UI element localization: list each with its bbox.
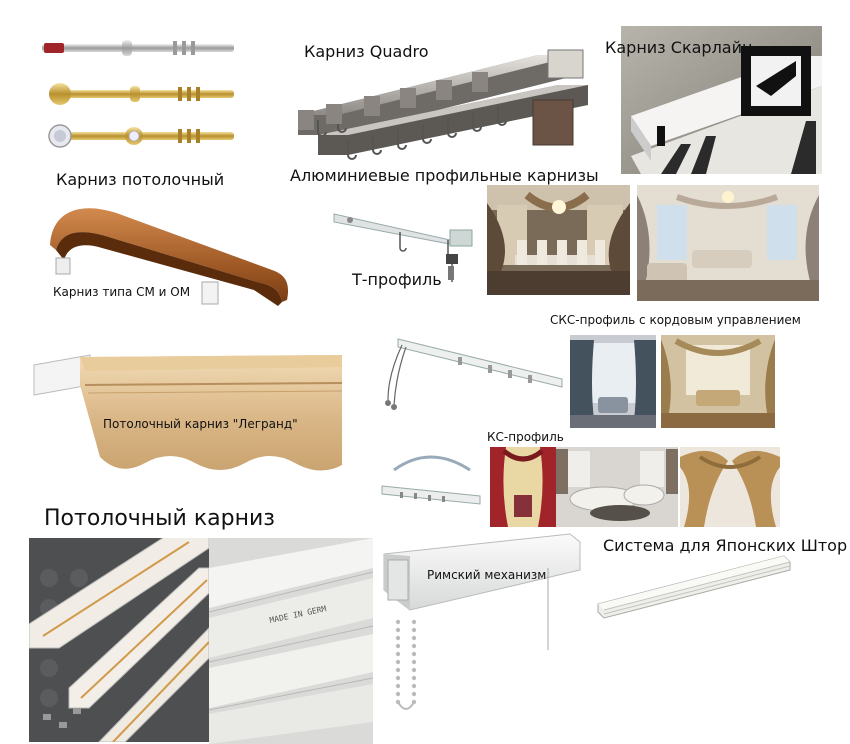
roman-mechanism-image xyxy=(380,530,585,720)
ks-photo-2 xyxy=(556,447,678,527)
label-roman: Римский механизм xyxy=(427,568,547,582)
legrand-cornice-image xyxy=(30,345,342,475)
quadro-cornice-image xyxy=(278,40,598,175)
label-japanese: Система для Японских Штор xyxy=(603,536,848,555)
label-ks-profile: КС-профиль xyxy=(487,430,564,444)
label-sm-om: Карниз типа СМ и ОМ xyxy=(53,285,191,299)
ks-photo-3 xyxy=(680,447,780,527)
sks-photo-2 xyxy=(661,335,775,428)
t-profile-image xyxy=(330,200,478,295)
label-legrand: Потолочный карниз "Легранд" xyxy=(103,417,298,431)
round-rod-cornices xyxy=(38,32,238,152)
label-skarlain: Карниз Скарлайн xyxy=(605,38,753,57)
label-sks-profile: СКС-профиль с кордовым управлением xyxy=(550,313,801,327)
ks-photo-1 xyxy=(490,447,556,527)
label-aluminum: Алюминиевые профильные карнизы xyxy=(290,166,599,185)
label-t-profile: Т-профиль xyxy=(352,270,442,289)
sm-om-cornice-image xyxy=(42,190,294,315)
sks-profile-image xyxy=(378,335,568,415)
sks-photo-1 xyxy=(570,335,656,428)
japanese-system-image xyxy=(594,548,794,623)
label-potolochny: Карниз потолочный xyxy=(56,170,225,189)
label-quadro: Карниз Quadro xyxy=(304,42,429,61)
living-room-photo xyxy=(637,185,819,301)
ceiling-profiles-photo xyxy=(29,538,209,742)
ceiling-profiles-closeup-photo: MADE IN GERM xyxy=(209,538,373,744)
dining-room-photo xyxy=(487,185,630,295)
skarlain-image xyxy=(621,26,822,174)
ceiling-heading: Потолочный карниз xyxy=(44,506,275,531)
ks-profile-image xyxy=(380,448,485,513)
